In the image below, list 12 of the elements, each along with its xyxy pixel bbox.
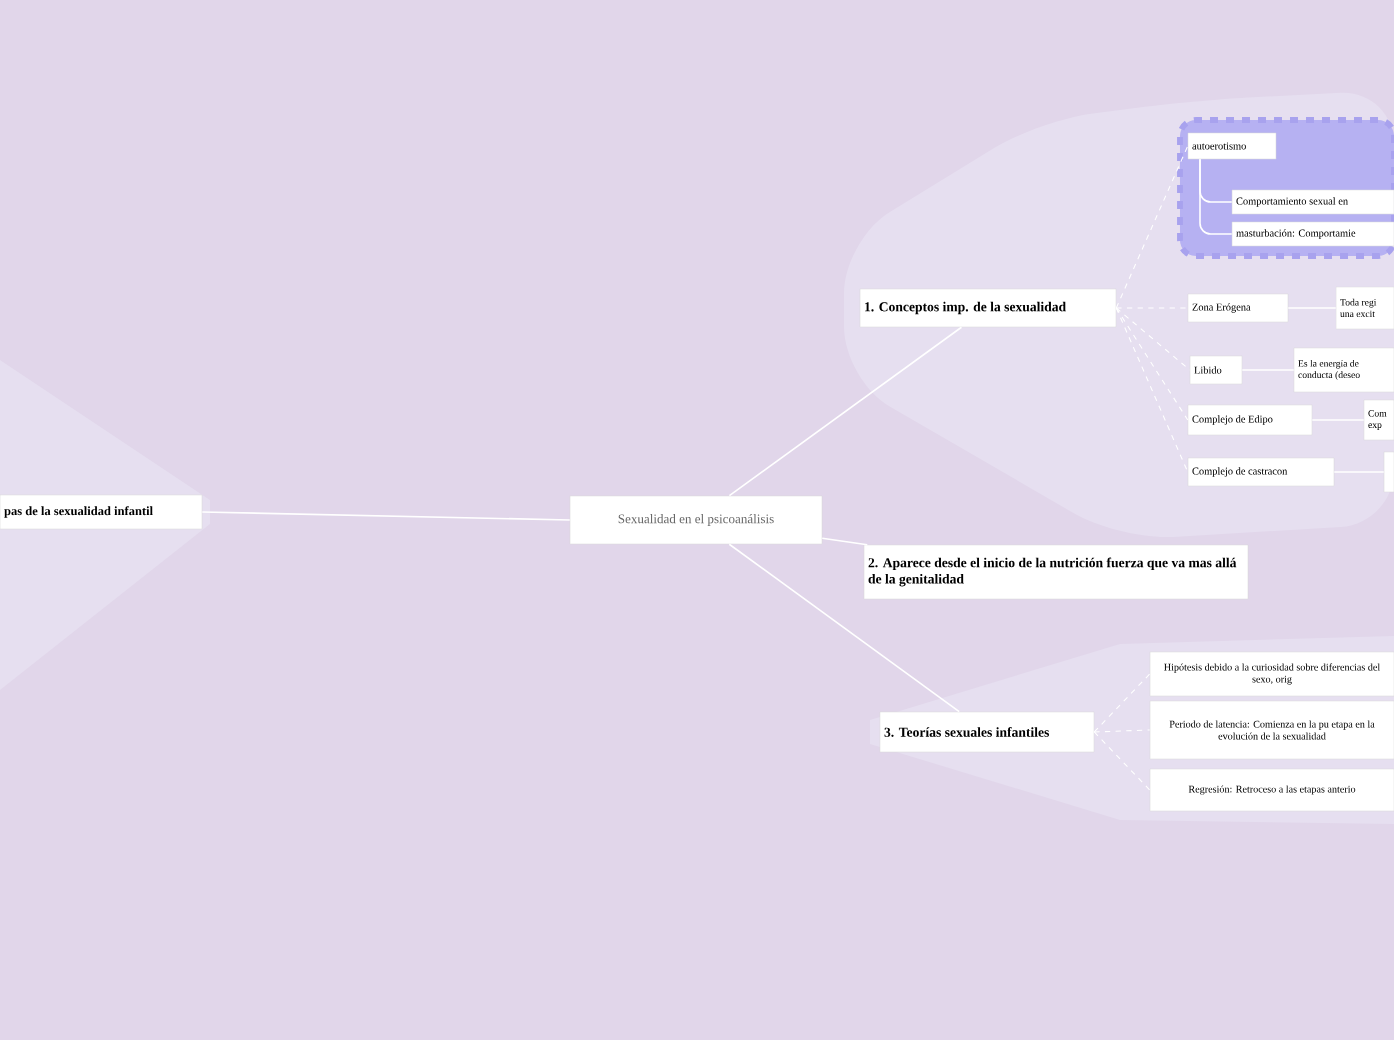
connector-line [1093,673,1151,733]
connector-line [728,326,963,497]
definition-box [1383,451,1394,493]
connector-line [1115,307,1189,421]
connector-line [1115,307,1189,473]
connector-line [728,543,960,713]
connector-line [1115,307,1191,371]
connector-line [1199,158,1233,235]
connector-line [1115,145,1189,309]
connector-line [1093,731,1151,791]
connector-line [201,511,571,521]
connector-line [821,537,869,546]
